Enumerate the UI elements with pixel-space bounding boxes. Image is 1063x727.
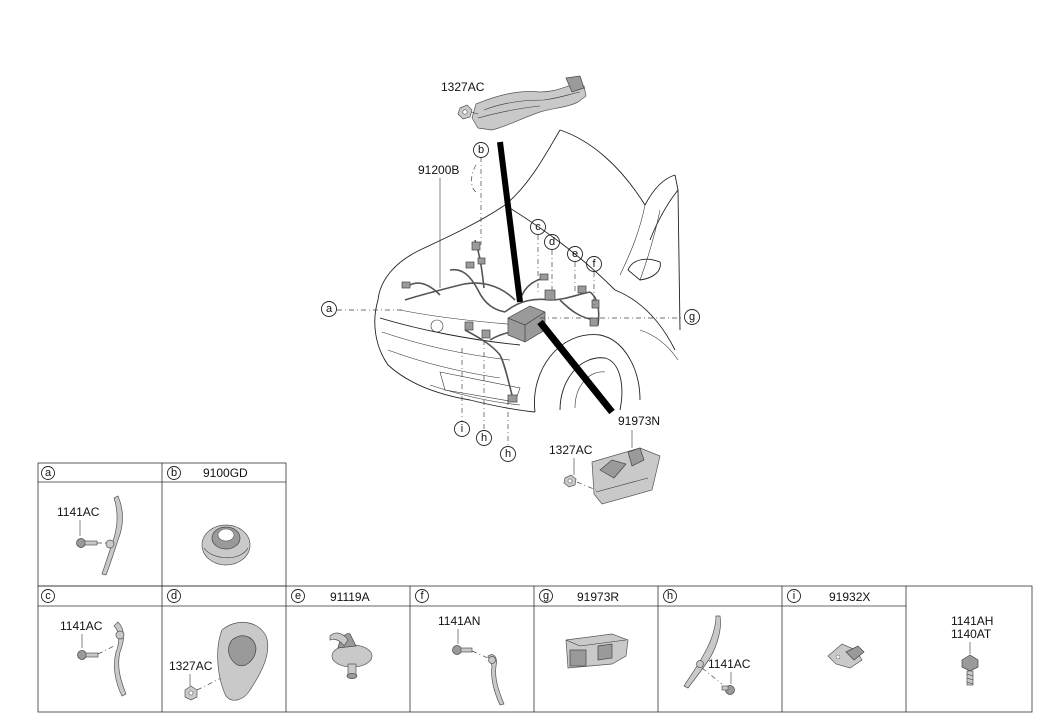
svg-text:d: d [549, 236, 555, 248]
top-clip-leader [497, 141, 523, 303]
bolt-icon [452, 645, 473, 655]
cell-d-part-1327ac: 1327AC [169, 659, 213, 673]
cell-i-title: 91932X [829, 590, 870, 604]
svg-text:g: g [689, 311, 695, 323]
cell-c-part-1141ac: 1141AC [60, 619, 103, 633]
module-nut-callout: 1327AC [549, 443, 593, 457]
cell-g-title: 91973R [577, 590, 619, 604]
svg-text:d: d [171, 590, 177, 602]
svg-text:e: e [295, 590, 301, 602]
cell-bolt: 1141AH 1140AT [951, 614, 993, 686]
svg-text:i: i [461, 423, 463, 435]
cell-h: h 1141AC [663, 589, 751, 695]
cell-f-part-1141an: 1141AN [438, 614, 480, 628]
cell-b-title: 9100GD [203, 466, 248, 480]
top-clip-callout: 1327AC [441, 80, 485, 94]
svg-text:h: h [505, 448, 511, 460]
cell-e: e 91119A [291, 589, 373, 679]
bolt-icon [721, 685, 735, 695]
cell-g: g 91973R [539, 589, 629, 669]
connector-icon [565, 633, 629, 669]
harness-callout: 91200B [418, 163, 459, 177]
svg-text:f: f [420, 590, 424, 602]
wiring-harness-91200b [401, 239, 600, 403]
cell-f: f 1141AN [415, 589, 505, 706]
module-leader [537, 319, 615, 415]
svg-text:c: c [535, 221, 541, 233]
module-nut-icon [563, 474, 577, 488]
cell-i: i 91932X [787, 589, 870, 669]
svg-text:i: i [793, 590, 795, 602]
svg-text:b: b [171, 467, 177, 479]
letter-callouts: a b c d e f g i h h [321, 142, 700, 462]
top-clip-nut-icon [457, 104, 473, 120]
svg-text:a: a [326, 303, 333, 315]
svg-text:e: e [572, 248, 578, 260]
vehicle-outline [374, 129, 681, 413]
cell-bolt-part-1141ah: 1141AH [951, 614, 993, 628]
cell-a-part-1141ac: 1141AC [57, 505, 100, 519]
bolt-icon [77, 650, 99, 660]
cell-bolt-part-1140at: 1140AT [951, 627, 992, 641]
module-callout: 91973N [618, 414, 660, 428]
svg-text:f: f [592, 258, 596, 270]
parts-table [37, 462, 1033, 713]
bracket-icon [827, 643, 865, 669]
svg-text:b: b [478, 144, 484, 156]
cell-d: d 1327AC [167, 589, 269, 701]
cell-c: c 1141AC [41, 589, 127, 697]
module-bracket-part [591, 447, 661, 505]
svg-text:h: h [667, 590, 673, 602]
top-clip-part [471, 75, 587, 131]
cell-b: b 9100GD [167, 466, 251, 566]
cell-a: a 1141AC [41, 466, 123, 576]
grommet-icon [201, 524, 251, 566]
nut-icon [184, 685, 198, 701]
grommet-icon [329, 632, 373, 679]
svg-text:h: h [481, 432, 487, 444]
cell-h-part-1141ac: 1141AC [708, 657, 751, 671]
svg-text:c: c [45, 590, 51, 602]
svg-text:a: a [45, 467, 52, 479]
svg-text:g: g [543, 590, 549, 602]
bolt-icon [76, 538, 98, 548]
cell-e-title: 91119A [330, 590, 370, 604]
bolt-icon [961, 654, 979, 686]
